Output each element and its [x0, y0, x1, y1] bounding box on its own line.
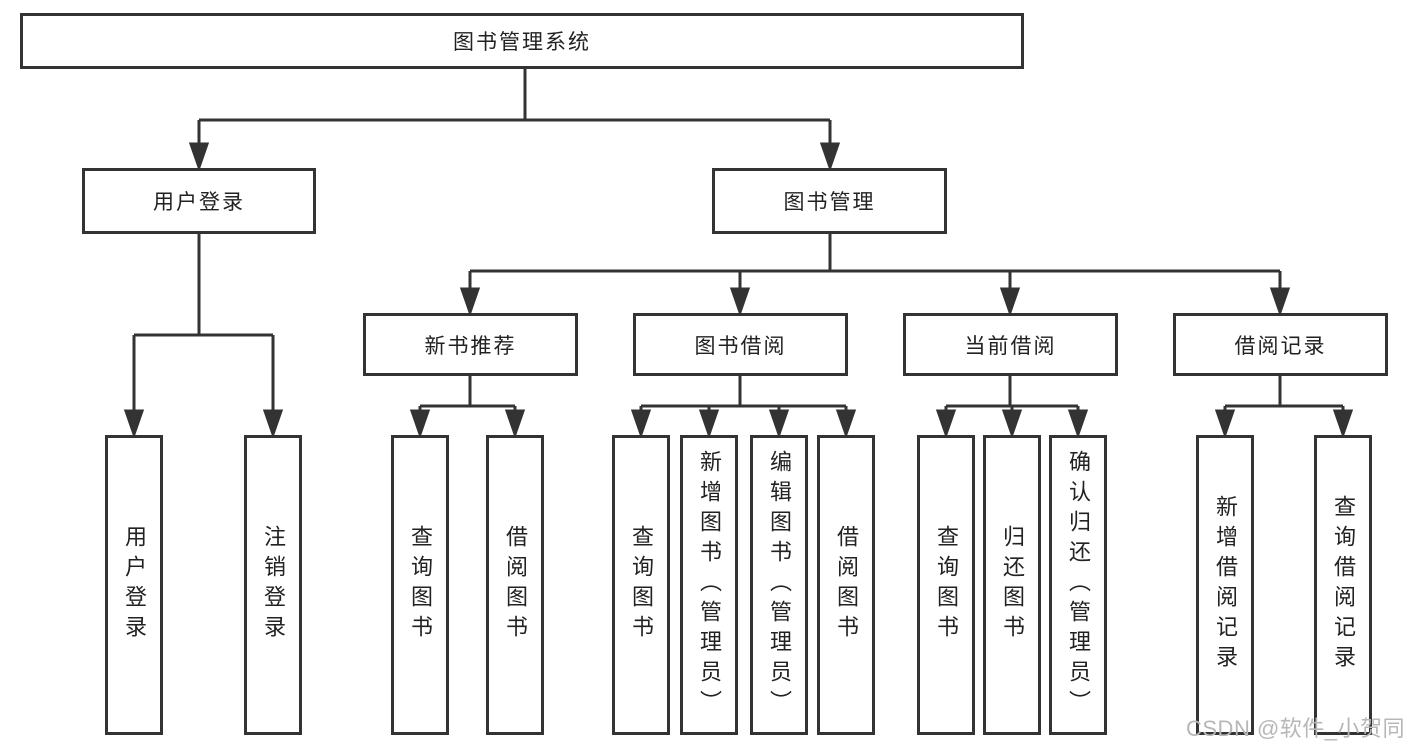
arrowhead — [409, 409, 431, 439]
node-current-borrow: 当前借阅 — [903, 313, 1118, 376]
arrowhead — [819, 142, 841, 172]
leaf-label: 注销登录 — [261, 525, 286, 645]
node-borrow-records: 借阅记录 — [1173, 313, 1388, 376]
leaf-label: 新增图书（管理员） — [697, 450, 722, 720]
arrowhead — [459, 287, 481, 317]
arrowhead — [262, 409, 284, 439]
leaf-label: 新增借阅记录 — [1213, 495, 1238, 675]
leaf-confirm-return-admin: 确认归还（管理员） — [1049, 435, 1107, 735]
node-root-title: 图书管理系统 — [20, 13, 1024, 69]
node-book-management: 图书管理 — [712, 168, 947, 234]
arrowhead — [630, 409, 652, 439]
leaf-user-login: 用户登录 — [105, 435, 163, 735]
leaf-label: 归还图书 — [1000, 525, 1025, 645]
arrowhead — [1269, 287, 1291, 317]
arrowhead — [935, 409, 957, 439]
leaf-add-books-admin: 新增图书（管理员） — [680, 435, 738, 735]
leaf-current-search-books: 查询图书 — [917, 435, 975, 735]
leaf-recommend-borrow-books: 借阅图书 — [486, 435, 544, 735]
leaf-label: 确认归还（管理员） — [1066, 450, 1091, 720]
node-new-book-recommend: 新书推荐 — [363, 313, 578, 376]
arrowhead — [504, 409, 526, 439]
arrowhead — [999, 287, 1021, 317]
arrowhead — [1067, 409, 1089, 439]
leaf-borrow-books: 借阅图书 — [817, 435, 875, 735]
leaf-borrow-search-books: 查询图书 — [612, 435, 670, 735]
leaf-label: 查询图书 — [629, 525, 654, 645]
leaf-label: 编辑图书（管理员） — [767, 450, 792, 720]
arrowhead — [835, 409, 857, 439]
arrowhead — [188, 142, 210, 172]
leaf-label: 查询图书 — [408, 525, 433, 645]
arrowhead — [698, 409, 720, 439]
arrowhead — [1332, 409, 1354, 439]
leaf-add-borrow-record: 新增借阅记录 — [1196, 435, 1254, 735]
node-user-login: 用户登录 — [82, 168, 316, 234]
leaf-label: 查询图书 — [934, 525, 959, 645]
leaf-search-borrow-record: 查询借阅记录 — [1314, 435, 1372, 735]
leaf-return-books: 归还图书 — [983, 435, 1041, 735]
leaf-logout: 注销登录 — [244, 435, 302, 735]
arrowhead — [123, 409, 145, 439]
leaf-label: 借阅图书 — [503, 525, 528, 645]
watermark: CSDN @软件_小贺同学 — [1186, 716, 1405, 741]
leaf-label: 借阅图书 — [834, 525, 859, 645]
leaf-label: 查询借阅记录 — [1331, 495, 1356, 675]
leaf-recommend-search-books: 查询图书 — [391, 435, 449, 735]
leaf-edit-books-admin: 编辑图书（管理员） — [750, 435, 808, 735]
arrowhead — [768, 409, 790, 439]
arrowhead — [1214, 409, 1236, 439]
node-book-borrow: 图书借阅 — [633, 313, 848, 376]
arrowhead — [729, 287, 751, 317]
leaf-label: 用户登录 — [122, 525, 147, 645]
arrowhead — [1001, 409, 1023, 439]
